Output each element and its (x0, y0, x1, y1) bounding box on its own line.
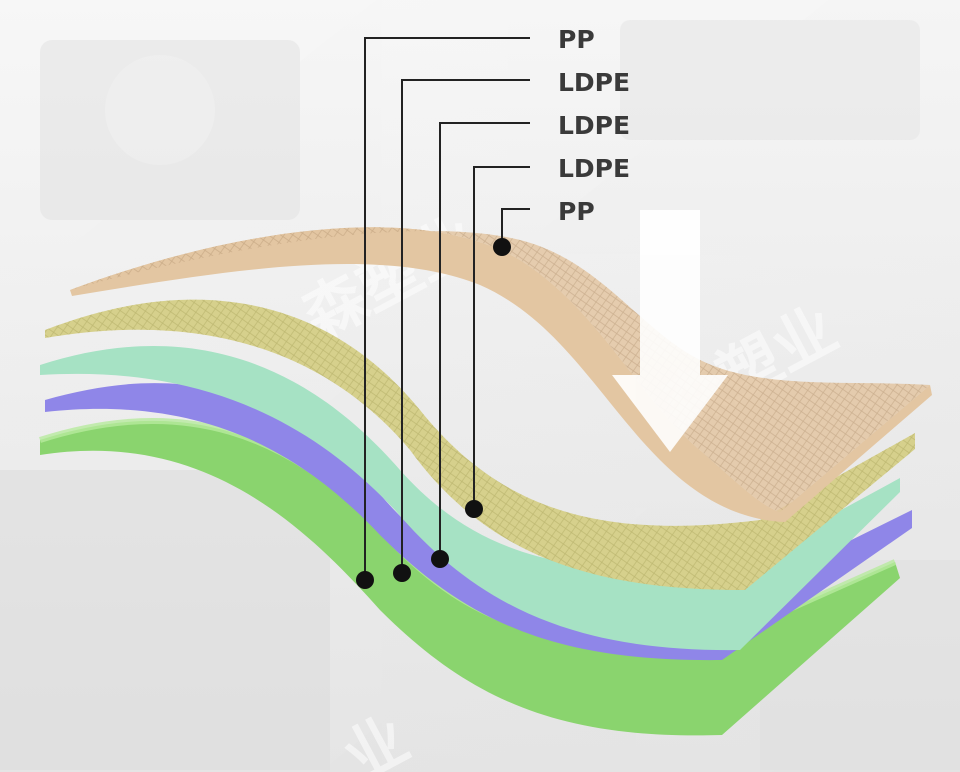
layer-label-5: PP (558, 197, 595, 226)
layer-label-2: LDPE (558, 68, 630, 97)
leader-dot-2 (393, 564, 411, 582)
layer-label-4: LDPE (558, 154, 630, 183)
leader-dot-3 (431, 550, 449, 568)
leader-dot-4 (465, 500, 483, 518)
layer-label-1: PP (558, 25, 595, 54)
leader-dot-1 (356, 571, 374, 589)
layer-label-3: LDPE (558, 111, 630, 140)
leader-dot-5 (493, 238, 511, 256)
